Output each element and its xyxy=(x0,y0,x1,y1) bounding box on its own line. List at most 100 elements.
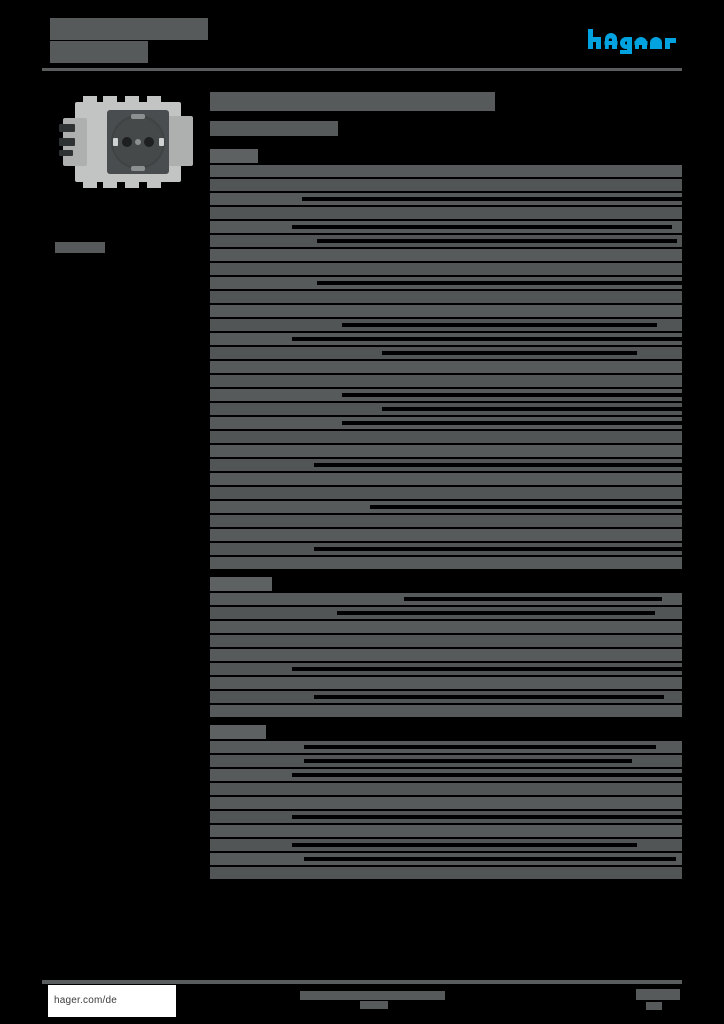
table-row xyxy=(210,193,692,205)
spec-value-cell xyxy=(292,635,682,647)
spec-value-cell xyxy=(292,663,702,675)
spec-label-cell xyxy=(210,235,292,247)
spec-value-cell xyxy=(292,375,682,387)
footer-center-redacted xyxy=(300,991,445,1000)
spec-value-cell xyxy=(292,277,722,289)
spec-label-cell xyxy=(210,769,292,781)
spec-label-cell xyxy=(210,515,292,527)
spec-value-cell xyxy=(292,221,682,233)
footer-url[interactable]: hager.com/de xyxy=(48,985,176,1017)
spec-value-cell xyxy=(292,361,682,373)
table-row xyxy=(210,235,682,247)
spec-label-cell xyxy=(210,445,292,457)
table-row xyxy=(210,769,724,781)
spec-value-cell xyxy=(292,607,682,619)
table-row xyxy=(210,445,682,457)
table-row xyxy=(210,741,682,753)
spec-label-cell xyxy=(210,333,292,345)
table-row xyxy=(210,663,702,675)
spec-value-cell xyxy=(292,557,682,569)
spec-label-cell xyxy=(210,403,292,415)
spec-value-cell xyxy=(292,691,682,703)
table-row xyxy=(210,867,682,879)
spec-value-gap xyxy=(314,463,724,467)
spec-label-cell xyxy=(210,347,292,359)
spec-value-gap xyxy=(317,239,677,243)
table-row xyxy=(210,459,724,471)
spec-label-cell xyxy=(210,705,292,717)
spec-value-gap xyxy=(342,421,724,425)
spec-section-header xyxy=(210,725,682,739)
spec-label-cell xyxy=(210,375,292,387)
table-row xyxy=(210,277,722,289)
table-row xyxy=(210,431,682,443)
footer-page-number-redacted-2 xyxy=(646,1002,662,1010)
spec-label-cell xyxy=(210,783,292,795)
table-row xyxy=(210,607,682,619)
spec-section-header-redacted xyxy=(210,577,272,591)
spec-value-cell xyxy=(292,783,682,795)
spec-label-cell xyxy=(210,663,292,675)
spec-value-cell xyxy=(292,165,682,177)
spec-label-cell xyxy=(210,529,292,541)
spec-value-cell xyxy=(292,839,682,851)
table-row xyxy=(210,515,682,527)
spec-value-gap xyxy=(304,857,676,861)
spec-value-cell xyxy=(292,305,682,317)
spec-label-cell xyxy=(210,473,292,485)
spec-label-cell xyxy=(210,797,292,809)
specification-table xyxy=(210,149,724,879)
spec-label-cell xyxy=(210,557,292,569)
spec-value-cell xyxy=(292,249,682,261)
spec-value-cell xyxy=(292,319,682,331)
spec-value-cell xyxy=(292,529,682,541)
spec-value-cell xyxy=(292,403,697,415)
spec-value-cell xyxy=(292,741,682,753)
table-row xyxy=(210,557,682,569)
footer-page-number-redacted xyxy=(636,989,680,1000)
spec-label-cell xyxy=(210,867,292,879)
spec-value-gap xyxy=(292,225,672,229)
page-title-redacted xyxy=(50,18,208,40)
footer-center-redacted-2 xyxy=(360,1001,388,1009)
main-content xyxy=(210,88,724,881)
spec-value-cell xyxy=(292,417,724,429)
spec-label-cell xyxy=(210,487,292,499)
spec-value-cell xyxy=(292,193,692,205)
spec-label-cell xyxy=(210,263,292,275)
spec-label-cell xyxy=(210,755,292,767)
product-title-redacted xyxy=(210,92,495,111)
table-row xyxy=(210,677,682,689)
table-row xyxy=(210,825,682,837)
spec-label-cell xyxy=(210,593,292,605)
spec-value-cell xyxy=(292,235,682,247)
table-row xyxy=(210,417,724,429)
spec-label-cell xyxy=(210,179,292,191)
spec-value-cell xyxy=(292,867,682,879)
product-caption-redacted xyxy=(55,242,105,253)
spec-value-cell xyxy=(292,797,682,809)
spec-label-cell xyxy=(210,501,292,513)
spec-value-cell xyxy=(292,621,682,633)
spec-label-cell xyxy=(210,621,292,633)
table-row xyxy=(210,291,682,303)
spec-value-gap xyxy=(302,197,692,201)
table-row xyxy=(210,305,682,317)
hager-logo[interactable] xyxy=(587,28,679,56)
spec-value-gap xyxy=(314,695,664,699)
spec-label-cell xyxy=(210,305,292,317)
spec-value-gap xyxy=(292,815,707,819)
table-row xyxy=(210,263,682,275)
spec-value-cell xyxy=(292,811,707,823)
table-row xyxy=(210,705,682,717)
table-row xyxy=(210,473,682,485)
table-row xyxy=(210,403,697,415)
product-photo[interactable] xyxy=(55,88,200,196)
product-reference-redacted xyxy=(210,121,338,136)
table-row xyxy=(210,389,697,401)
table-row xyxy=(210,635,682,647)
spec-value-cell xyxy=(292,755,682,767)
spec-label-cell xyxy=(210,691,292,703)
spec-label-cell xyxy=(210,319,292,331)
spec-value-gap xyxy=(292,667,702,671)
